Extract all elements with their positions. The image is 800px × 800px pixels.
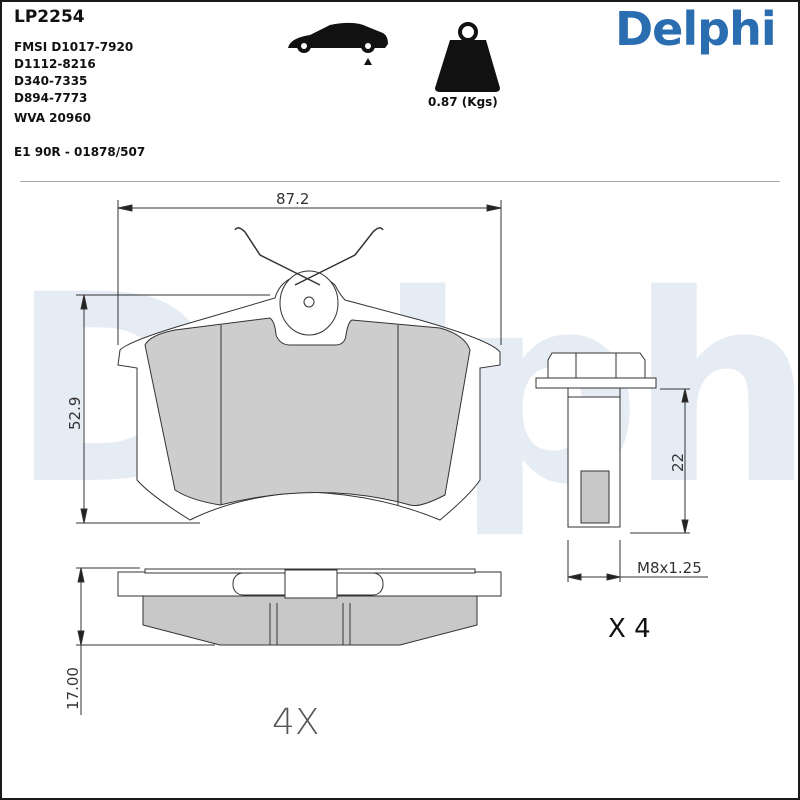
width-dimension-label: 87.2: [276, 190, 309, 208]
brake-pad-side-view: [117, 568, 502, 646]
header-divider: [20, 181, 780, 182]
height-dimension-label: 52.9: [66, 397, 84, 430]
reference-item: D1112-8216: [14, 57, 96, 71]
bolt-drawing: [535, 352, 657, 528]
bolt-thread-label: M8x1.25: [637, 559, 702, 577]
ece-approval: E1 90R - 01878/507: [14, 145, 146, 159]
pad-quantity-label: 4X: [272, 702, 320, 743]
bolt-quantity-label: X 4: [608, 614, 651, 644]
reference-item: D894-7773: [14, 91, 88, 105]
height-dimension: [76, 294, 270, 524]
bolt-length-dimension: [630, 388, 690, 534]
reference-item: FMSI D1017-7920: [14, 40, 134, 54]
fmsi-references: FMSI D1017-7920 D1112-8216 D340-7335 D89…: [14, 39, 133, 107]
wva-number: WVA 20960: [14, 111, 91, 125]
width-dimension: [117, 200, 502, 345]
rear-axle-car-icon: [288, 22, 388, 65]
thickness-dimension: [76, 567, 215, 715]
brake-pad-front-view: [117, 227, 501, 521]
weight-value: 0.87 (Kgs): [428, 95, 498, 109]
delphi-logo: Delphi: [615, 2, 777, 56]
bolt-length-label: 22: [669, 453, 687, 472]
part-number: LP2254: [14, 7, 85, 27]
thickness-label: 17.00: [64, 667, 82, 710]
reference-item: D340-7335: [14, 74, 88, 88]
bolt-thread-dimension: [567, 540, 708, 582]
weight-icon: [435, 22, 500, 92]
